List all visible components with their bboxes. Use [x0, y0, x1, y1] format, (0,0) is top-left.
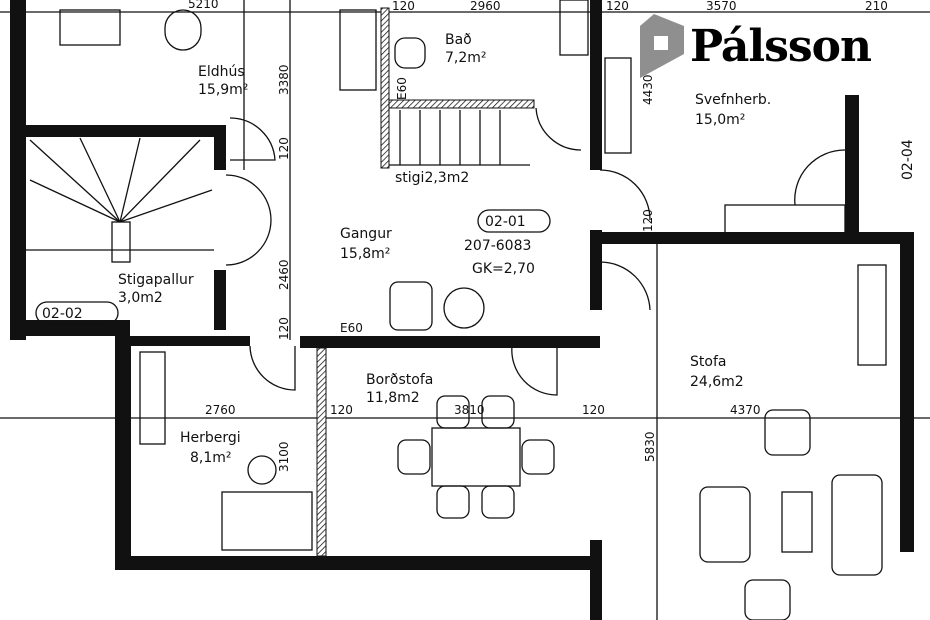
room-area: 15,8m²: [340, 246, 390, 262]
dimension: 4370: [730, 403, 761, 417]
room-area: 11,8m2: [366, 390, 420, 406]
room-name: Bað: [445, 32, 472, 48]
walls: [10, 0, 914, 620]
dimension: 4430: [641, 74, 655, 105]
room-area: 3,0m2: [118, 290, 163, 306]
room-name: Stigapallur: [118, 272, 194, 288]
fire-rating: E60: [395, 77, 409, 100]
room-name: Svefnherb.: [695, 92, 771, 108]
room-name: Gangur: [340, 226, 392, 242]
fire-rating: E60: [340, 321, 363, 335]
room-area: 8,1m²: [190, 450, 232, 466]
room-area: 15,0m²: [695, 112, 745, 128]
room-labels: Eldhús 15,9m² Bað 7,2m² Svefnherb. 15,0m…: [35, 32, 916, 466]
unit-tag: 02-02: [42, 306, 83, 322]
room-name: Stofa: [690, 354, 726, 370]
dimension: 2960: [470, 0, 501, 13]
brand-logo: Pálsson: [640, 14, 872, 78]
dimension: 120: [330, 403, 353, 417]
dimension: 3570: [706, 0, 737, 13]
dimension: 3810: [454, 403, 485, 417]
dimension: 120: [277, 137, 291, 160]
brand-mark-icon: [640, 14, 684, 78]
dimension: 120: [277, 317, 291, 340]
dimension: 120: [606, 0, 629, 13]
dimension: 120: [641, 209, 655, 232]
room-name: Eldhús: [198, 64, 245, 80]
dimension-labels: 5210 120 2960 120 3570 210 3380 120 4430…: [188, 0, 888, 472]
stair-lines: [26, 107, 846, 396]
dimension: 3380: [277, 64, 291, 95]
dimension: 3100: [277, 441, 291, 472]
stair-label: stigi2,3m2: [395, 170, 469, 186]
dimension: 2760: [205, 403, 236, 417]
dimension: 5210: [188, 0, 219, 11]
unit-tag: 02-01: [485, 214, 526, 230]
dimension: 5830: [643, 431, 657, 462]
room-area: 15,9m²: [198, 82, 248, 98]
dimension: 120: [582, 403, 605, 417]
room-name: Herbergi: [180, 430, 241, 446]
dimension: 120: [392, 0, 415, 13]
brand-name: Pálsson: [690, 20, 872, 72]
ceiling-height: GK=2,70: [472, 261, 535, 277]
room-name: Borðstofa: [366, 372, 433, 388]
unit-tag: 02-04: [900, 139, 916, 180]
room-area: 24,6m2: [690, 374, 744, 390]
unit-number: 207-6083: [464, 238, 531, 254]
furniture: [59, 0, 887, 620]
dimension: 2460: [277, 259, 291, 290]
room-area: 7,2m²: [445, 50, 487, 66]
dimension: 210: [865, 0, 888, 13]
